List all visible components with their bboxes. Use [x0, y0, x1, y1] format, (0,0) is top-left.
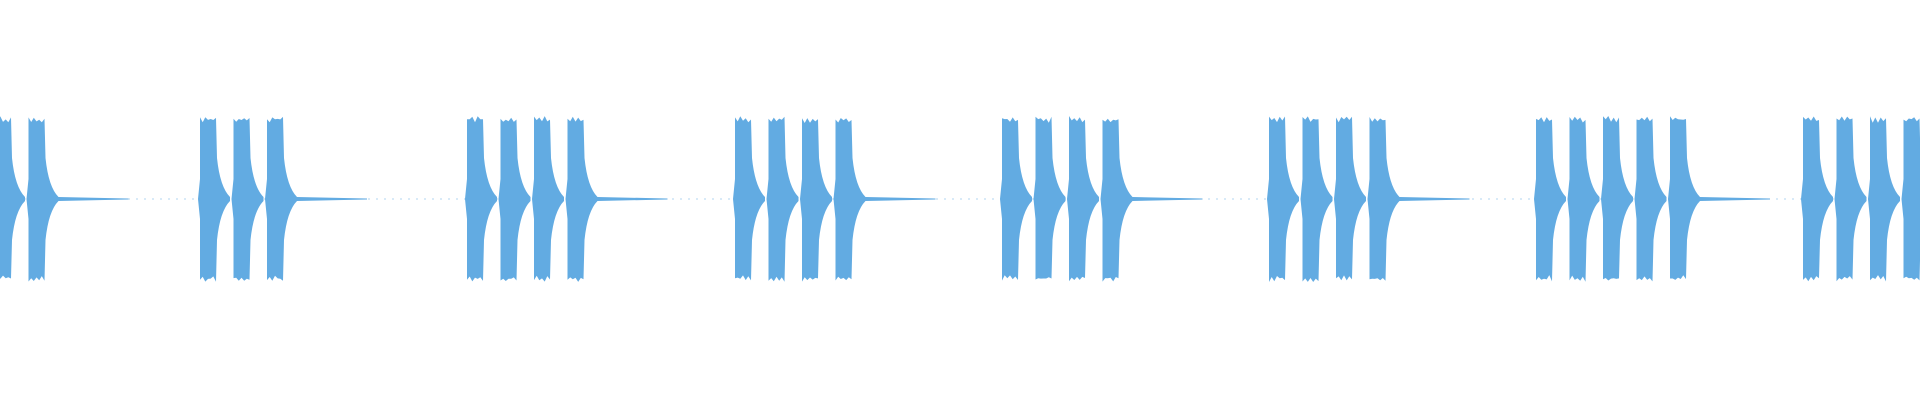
- waveform-burst: [1801, 116, 1920, 281]
- waveform-burst: [1267, 116, 1470, 282]
- waveform-burst: [1000, 116, 1203, 282]
- waveform-decay-tail: [866, 197, 936, 201]
- waveform-burst: [0, 116, 129, 281]
- waveform-pulse: [1034, 117, 1066, 280]
- waveform-decay-tail: [1133, 197, 1203, 201]
- waveform-pulse: [1801, 117, 1833, 282]
- waveform-pulse: [566, 117, 598, 282]
- waveform-pulse: [1334, 117, 1366, 281]
- waveform-pulse: [0, 116, 25, 280]
- waveform-pulse: [232, 118, 264, 281]
- waveform-pulse: [1000, 117, 1032, 280]
- waveform-burst: [1534, 116, 1770, 282]
- waveform-pulse: [1835, 117, 1867, 282]
- waveform-burst: [465, 116, 668, 282]
- waveform-decay-tail: [59, 197, 129, 201]
- waveform-burst: [198, 117, 367, 282]
- waveform-pulse: [499, 118, 531, 281]
- waveform-pulse: [767, 117, 799, 282]
- waveform-decay-tail: [1700, 197, 1770, 201]
- waveform-pulse: [1368, 117, 1400, 281]
- waveform-pulse: [1301, 116, 1333, 282]
- waveform-pulse: [834, 118, 866, 281]
- waveform-pulse: [27, 117, 59, 281]
- waveform-burst: [733, 116, 936, 281]
- waveform-pulse: [1668, 116, 1700, 280]
- waveform-pulse: [1635, 117, 1667, 282]
- waveform-pulse: [1868, 116, 1900, 281]
- waveform-pulse: [1267, 117, 1299, 283]
- waveform-pulse: [265, 117, 297, 281]
- waveform-pulse: [1101, 119, 1133, 282]
- waveform-pulse: [733, 116, 765, 280]
- waveform-pulse: [800, 118, 832, 282]
- waveform-decay-tail: [598, 197, 668, 201]
- waveform-pulse: [532, 116, 564, 282]
- waveform-pulse: [465, 116, 497, 281]
- waveform-pulse: [1902, 117, 1920, 280]
- waveform-pulse: [1067, 116, 1099, 281]
- waveform-pulse: [1601, 116, 1633, 281]
- waveform-pulse: [1568, 117, 1600, 282]
- waveform-pulse: [1534, 117, 1566, 281]
- waveform-decay-tail: [297, 197, 367, 201]
- waveform-decay-tail: [1400, 197, 1470, 201]
- waveform-pulse: [198, 117, 230, 282]
